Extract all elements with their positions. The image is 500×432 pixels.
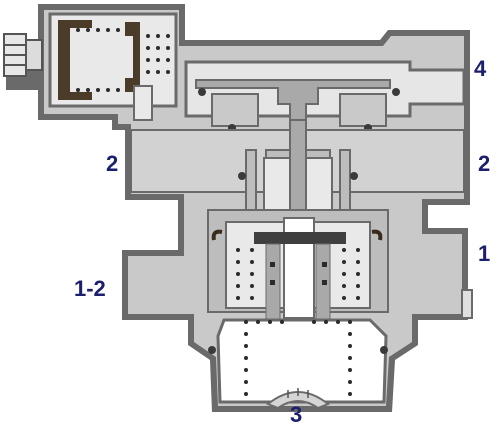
- port-label-3: 3: [290, 402, 303, 427]
- port-label-2-right: 2: [478, 151, 491, 176]
- o-ring-seal-icon: [208, 346, 388, 354]
- valve-stem: [289, 119, 307, 221]
- upper-seat-left: [211, 93, 259, 127]
- exhaust-chamber: [216, 318, 388, 404]
- pilot-valve-seat: [125, 22, 140, 92]
- port-label-4: 4: [474, 56, 487, 81]
- port-label-1-2: 1-2: [74, 276, 106, 301]
- exhaust-silencer-icon: [266, 391, 330, 410]
- o-ring-seal-icon: [198, 88, 400, 132]
- upper-seat-right: [339, 93, 387, 127]
- o-ring-seal-icon: [238, 172, 358, 180]
- port-1-boss: [461, 289, 473, 319]
- o-ring-seal-icon: [211, 229, 383, 241]
- port-label-1: 1: [478, 241, 491, 266]
- exhaust-vents: [287, 388, 309, 398]
- pilot-chamber: [48, 12, 178, 108]
- coil-spring-icon: [76, 28, 170, 92]
- coil-spring-icon: [236, 248, 360, 300]
- coil-spring-icon: [244, 320, 352, 396]
- pilot-passage: [133, 85, 153, 121]
- port-label-2-left: 2: [106, 151, 119, 176]
- plug-icon: [3, 33, 43, 77]
- pilot-piston: [58, 20, 92, 100]
